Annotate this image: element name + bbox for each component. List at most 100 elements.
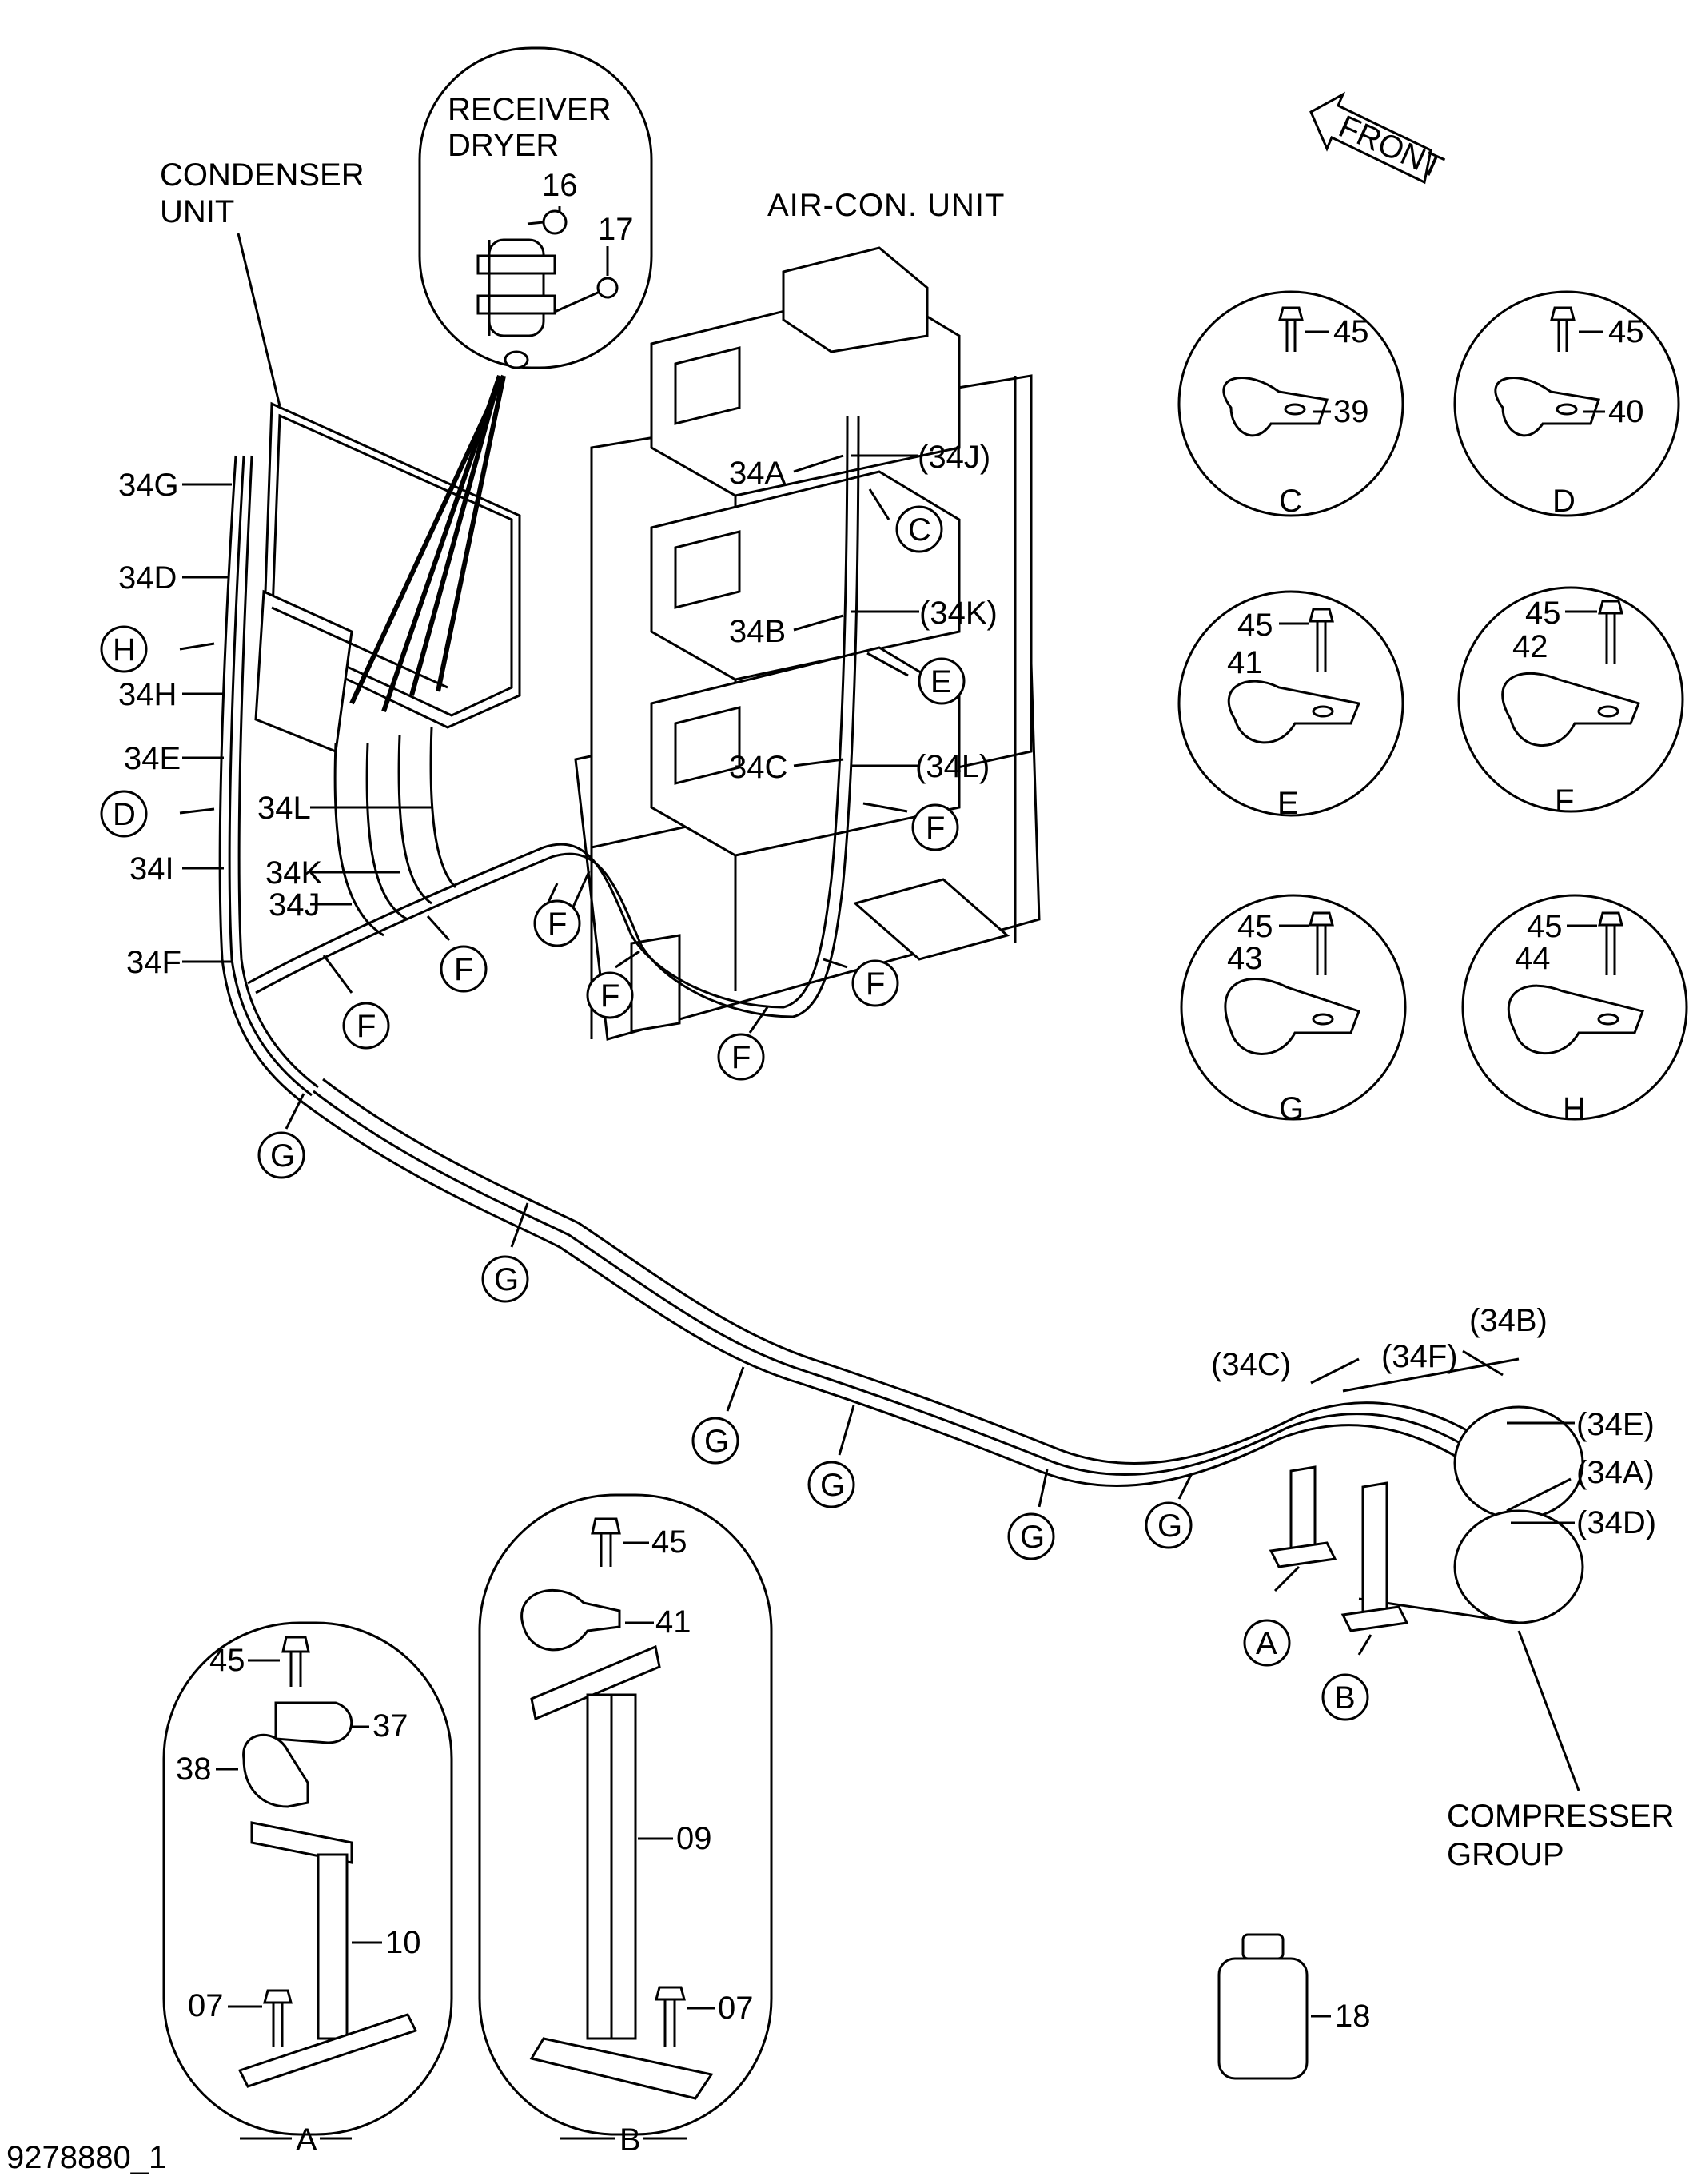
detail-view-c: 45 39 C [1177,290,1404,519]
view-d-label: D [1552,484,1576,519]
svg-text:B: B [1334,1680,1356,1716]
part-18-bottle: 18 [1217,1933,1371,2080]
label-34l-ref: (34L) [915,749,990,784]
svg-text:F: F [548,907,567,942]
bracket-a-clamp-38: 38 [176,1752,212,1787]
label-34f-ref: (34F) [1381,1339,1458,1374]
view-d-bolt: 45 [1608,314,1644,349]
svg-text:F: F [454,952,473,987]
callout-f-1[interactable]: F [911,803,959,851]
callout-g-6[interactable]: G [1145,1501,1193,1549]
view-e-label: E [1277,786,1299,821]
hose-labels: 34G 34D 34H 34E 34I 34F 34L 34K 34J 34A … [118,440,1656,1540]
svg-text:G: G [494,1262,519,1297]
condenser-unit-label-line2: UNIT [160,194,234,229]
hose-routing [218,415,1584,1632]
label-34e: 34E [124,741,181,776]
callout-f-4[interactable]: F [342,1002,390,1050]
svg-text:G: G [1157,1508,1182,1544]
callout-f-5[interactable]: F [586,971,634,1019]
detail-view-d: 45 40 D [1453,290,1680,519]
svg-text:A: A [1256,1626,1277,1661]
part-16-label: 16 [542,168,578,203]
svg-text:G: G [704,1424,729,1459]
compresser-group: COMPRESSER GROUP [1447,1799,1675,1872]
callout-c[interactable]: C [895,505,943,553]
bracket-b-clamp-41: 41 [655,1604,691,1640]
svg-text:F: F [926,811,945,846]
view-g-label: G [1279,1091,1304,1126]
bracket-b-bolt-07: 07 [718,1991,754,2026]
label-34d-ref: (34D) [1576,1505,1656,1540]
view-g-clamp: 43 [1227,941,1263,976]
label-34d: 34D [118,560,177,596]
callout-e[interactable]: E [918,657,966,705]
label-leaders [179,454,1580,1791]
callout-h[interactable]: H [100,625,148,673]
view-e-bolt: 45 [1237,608,1273,643]
bracket-b-bolt: 45 [651,1524,687,1560]
clamp-callouts: C E F H D F F F F F F G G G G G G A B [100,505,1369,1721]
callout-g-2[interactable]: G [481,1255,529,1303]
svg-text:G: G [820,1468,845,1503]
svg-text:D: D [113,797,136,832]
condenser-unit-label-line1: CONDENSER [160,157,365,193]
callout-a[interactable]: A [1243,1619,1291,1667]
label-34k-ref: (34K) [919,596,998,631]
callout-g-4[interactable]: G [807,1461,855,1508]
bracket-b-detail: 45 41 09 07 B [478,1493,773,2158]
label-34i: 34I [129,851,174,887]
callout-d[interactable]: D [100,790,148,838]
bracket-b-stand-09: 09 [676,1821,712,1856]
view-h-label: H [1563,1091,1586,1126]
label-34b: 34B [729,614,786,649]
label-34c: 34C [729,750,787,785]
view-c-label: C [1279,484,1302,519]
svg-text:H: H [113,632,136,668]
detail-view-h: 45 44 H [1461,894,1688,1126]
callout-g-3[interactable]: G [691,1417,739,1465]
bracket-a-bolt-07: 07 [188,1988,224,2023]
svg-text:C: C [908,512,931,548]
label-34j: 34J [269,887,321,923]
front-arrow-icon: FRONT [1309,91,1448,185]
callout-f-3[interactable]: F [440,945,488,993]
label-34h: 34H [118,677,177,712]
bracket-a-label: A [296,2122,317,2158]
bracket-a-bolt: 45 [209,1643,245,1678]
svg-text:F: F [357,1009,376,1044]
part-17-label: 17 [598,212,634,247]
view-c-bolt: 45 [1333,314,1369,349]
label-34k: 34K [265,855,322,891]
label-34c-ref: (34C) [1211,1347,1291,1382]
label-34b-ref: (34B) [1469,1303,1548,1338]
label-34g: 34G [118,468,179,503]
callout-b[interactable]: B [1321,1673,1369,1721]
receiver-dryer-label-line2: DRYER [448,128,559,163]
label-34f: 34F [126,945,181,980]
view-d-clamp: 40 [1608,394,1644,429]
view-c-clamp: 39 [1333,394,1369,429]
detail-view-f: 45 42 F [1457,586,1684,819]
view-h-bolt: 45 [1527,909,1563,944]
bracket-a-clamp-37: 37 [372,1708,408,1744]
front-label: FRONT [1333,109,1448,185]
part-18-label: 18 [1335,1999,1371,2034]
svg-text:G: G [270,1138,295,1174]
callout-f-6[interactable]: F [851,959,899,1007]
receiver-dryer-detail: RECEIVER DRYER 16 17 [349,46,653,712]
callout-g-1[interactable]: G [257,1131,305,1179]
detail-views: 45 39 C 45 40 D 45 41 E [1177,290,1688,1126]
condenser-unit: CONDENSER UNIT [160,157,521,754]
callout-f-7[interactable]: F [717,1033,765,1081]
svg-text:F: F [731,1040,751,1075]
svg-text:F: F [866,966,885,1002]
bracket-b-label: B [619,2122,641,2158]
label-34e-ref: (34E) [1576,1407,1655,1442]
view-f-bolt: 45 [1525,596,1561,631]
compresser-group-label-line1: COMPRESSER [1447,1799,1675,1834]
svg-text:G: G [1020,1520,1045,1555]
callout-f-2[interactable]: F [533,899,581,947]
callout-g-5[interactable]: G [1007,1512,1055,1560]
bracket-a-detail: 45 37 38 10 07 A [162,1621,453,2158]
